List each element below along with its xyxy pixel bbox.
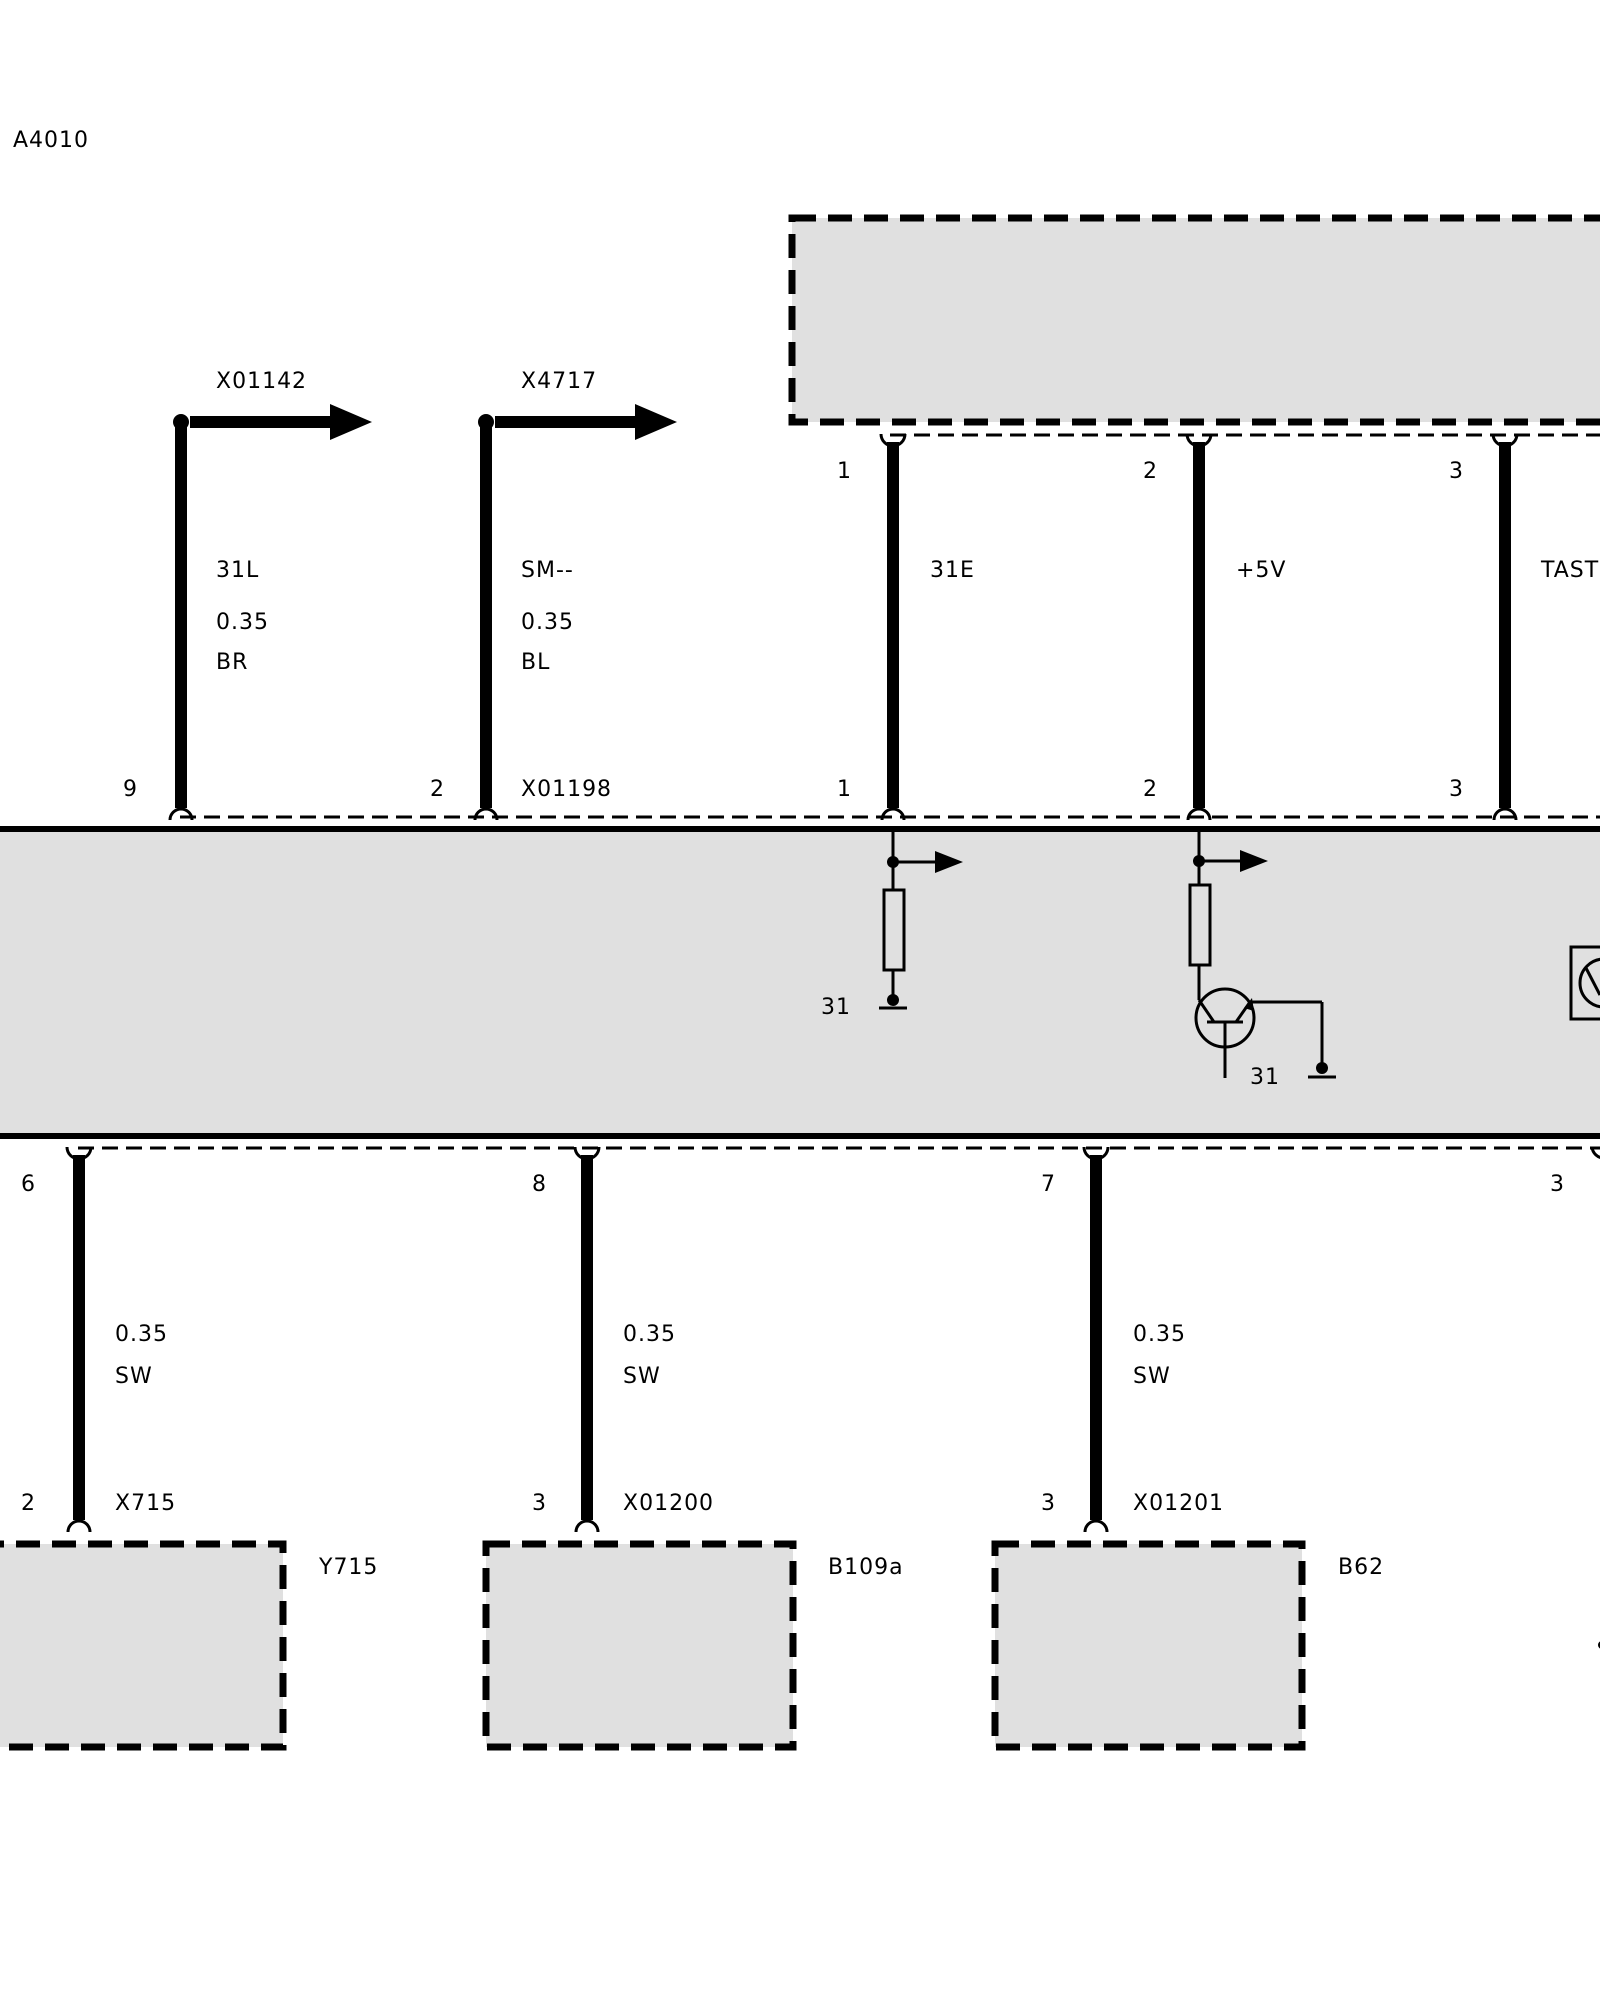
component-label-b62: B62 (1338, 1555, 1384, 1580)
wire-bottom-6 (65, 1146, 93, 1533)
ground-label-31-b: 31 (1250, 1065, 1280, 1090)
main-module-body (0, 829, 1600, 1136)
wire-signal-TAST: TAST (1540, 558, 1599, 583)
wire-size-bottom-7: 0.35 (1133, 1322, 1186, 1347)
wire-color-bottom-6: SW (115, 1364, 153, 1389)
pin-1-bottom: 1 (837, 777, 852, 802)
wire-size-bottom-8: 0.35 (623, 1322, 676, 1347)
wire-TAST (1491, 433, 1519, 821)
pin-3-top: 3 (1449, 459, 1464, 484)
pin-2-x715: 2 (21, 1491, 36, 1516)
wire-31L (168, 404, 372, 821)
connector-label-x01201: X01201 (1133, 1491, 1224, 1516)
connector-label-x01142: X01142 (216, 369, 307, 394)
partial-transistor-right (1569, 945, 1600, 1021)
pin-3-bottom-right: 3 (1550, 1172, 1565, 1197)
resistor-31E-circuit (879, 829, 963, 1010)
wire-5V (1185, 433, 1213, 821)
component-label-b109a: B109a (828, 1555, 904, 1580)
pin-2-top: 2 (1143, 459, 1158, 484)
wire-SM (473, 404, 677, 821)
component-box-b62 (991, 1540, 1306, 1751)
wire-color-31L: BR (216, 650, 248, 675)
wire-signal-31E: 31E (930, 558, 975, 583)
pin-6: 6 (21, 1172, 36, 1197)
partial-bottom-wire-right (1590, 1146, 1600, 1159)
connector-label-x01198: X01198 (521, 777, 612, 802)
wire-signal-5V: +5V (1236, 558, 1286, 583)
wire-color-SM: BL (521, 650, 550, 675)
component-label-y715: Y715 (318, 1555, 378, 1580)
wire-size-31L: 0.35 (216, 610, 269, 635)
transistor-5V-circuit (1188, 829, 1336, 1079)
pin-8: 8 (532, 1172, 547, 1197)
wire-color-bottom-8: SW (623, 1364, 661, 1389)
ground-label-31-a: 31 (821, 995, 851, 1020)
wire-bottom-8 (573, 1146, 601, 1533)
component-box-b109a (482, 1540, 797, 1751)
pin-2-left: 2 (430, 777, 445, 802)
connector-label-x01200: X01200 (623, 1491, 714, 1516)
wire-size-SM: 0.35 (521, 610, 574, 635)
pin-7: 7 (1041, 1172, 1056, 1197)
connector-label-x4717: X4717 (521, 369, 597, 394)
pin-2-bottom: 2 (1143, 777, 1158, 802)
wire-31E (879, 433, 907, 821)
module-label: A4010 (13, 128, 89, 153)
pin-1-top: 1 (837, 459, 852, 484)
component-box-y715 (0, 1540, 287, 1751)
wire-size-bottom-6: 0.35 (115, 1322, 168, 1347)
connector-label-x715: X715 (115, 1491, 176, 1516)
wire-bottom-7 (1082, 1146, 1110, 1533)
wire-signal-31L: 31L (216, 558, 259, 583)
pin-3-x01201: 3 (1041, 1491, 1056, 1516)
wire-signal-SM: SM-- (521, 558, 574, 583)
pin-9: 9 (123, 777, 138, 802)
top-component-box (788, 214, 1600, 426)
pin-3-bottom: 3 (1449, 777, 1464, 802)
wire-color-bottom-7: SW (1133, 1364, 1171, 1389)
pin-3-x01200: 3 (532, 1491, 547, 1516)
